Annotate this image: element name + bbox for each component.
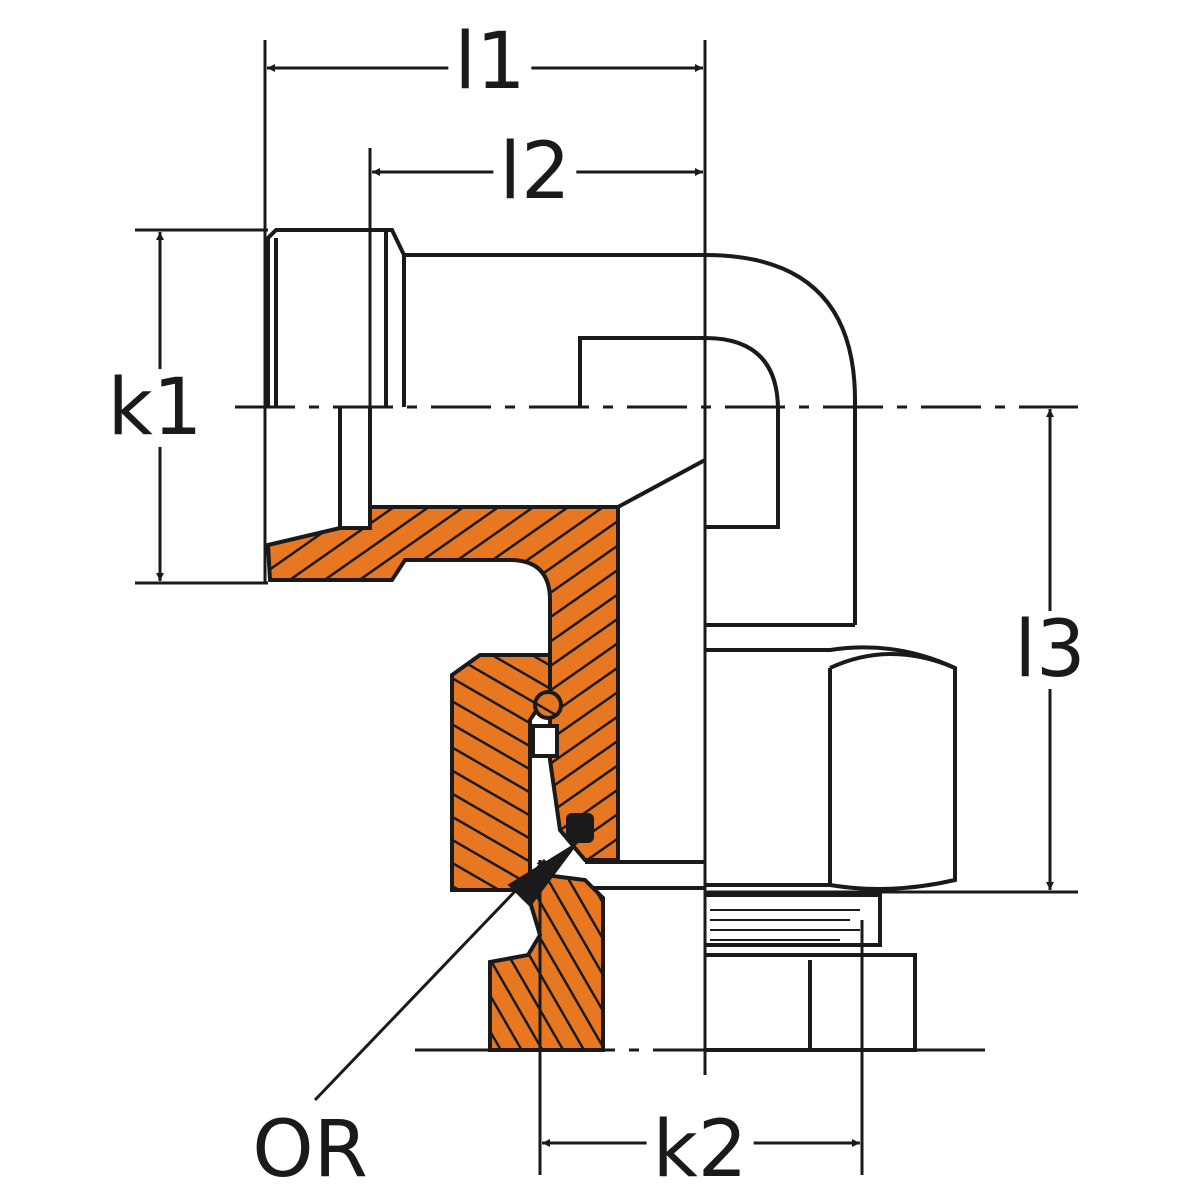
nut-section (450, 653, 552, 892)
ball-seat (531, 724, 559, 758)
label-or: OR (252, 1105, 368, 1195)
dim-label-k2: k2 (646, 1111, 754, 1189)
or-leader (313, 858, 547, 1102)
part-outline (266, 228, 957, 1052)
thread-stub (266, 228, 406, 407)
or-leader-arrowhead (507, 843, 577, 908)
body-section (265, 505, 620, 862)
ball (533, 690, 563, 720)
o-ring (566, 813, 594, 843)
elbow-inner (578, 336, 780, 529)
body-edge (617, 458, 706, 509)
dimensions (135, 40, 1078, 1175)
hex-nut (705, 645, 957, 891)
dim-label-l2: l2 (493, 133, 577, 211)
cross-section (265, 505, 620, 1052)
dim-label-l1: l1 (448, 23, 532, 101)
thread-lines (710, 909, 860, 941)
elbow-outer (404, 253, 857, 625)
dim-label-l3: l3 (1008, 611, 1092, 689)
hex-nut-edge (829, 652, 956, 670)
dim-label-k1: k1 (101, 369, 209, 447)
thread-area (705, 893, 882, 947)
